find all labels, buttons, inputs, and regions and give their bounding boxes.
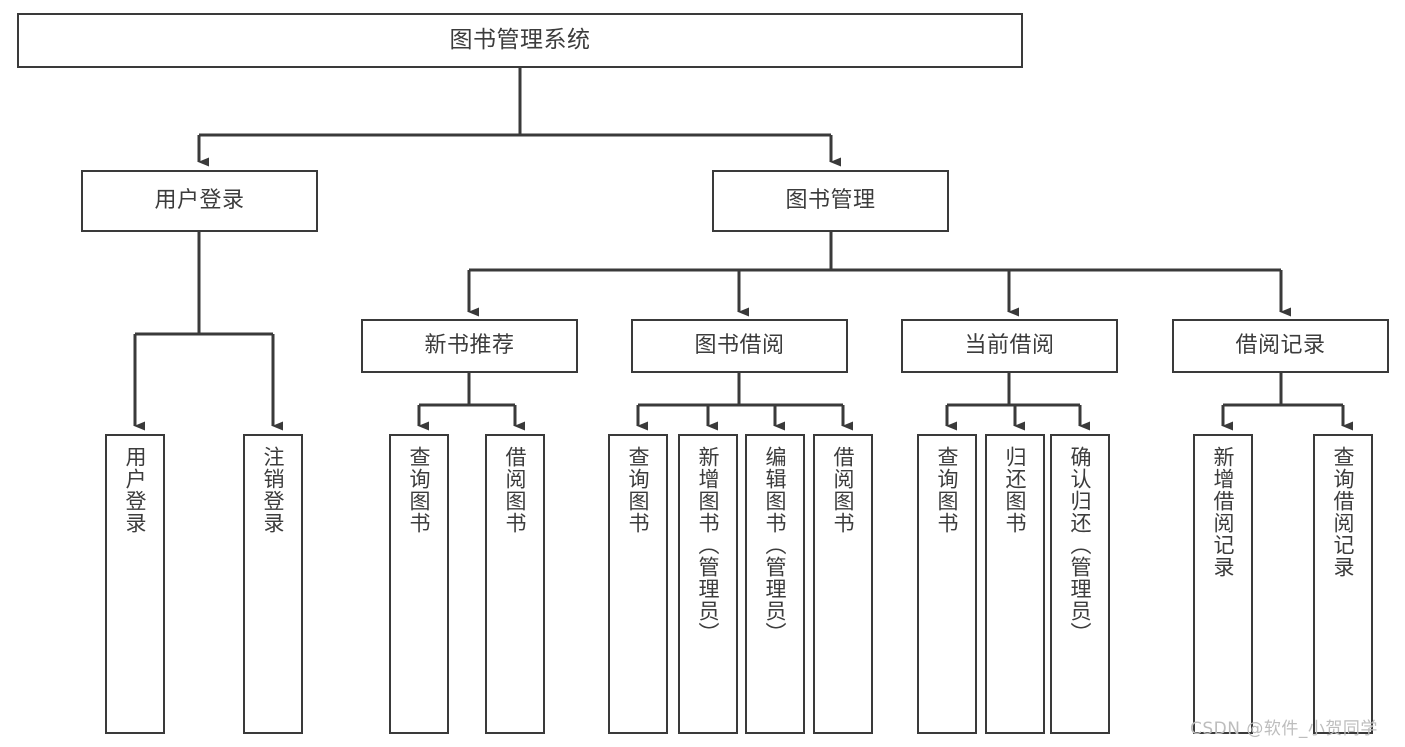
- leaf-add-book-admin-label: 新增图书（管理员）: [696, 446, 721, 644]
- node-borrow-record-label: 借阅记录: [1235, 333, 1326, 359]
- leaf-edit-book-admin-label: 编辑图书（管理员）: [763, 446, 788, 644]
- node-new-book-recommend[interactable]: 新书推荐: [361, 319, 578, 373]
- node-new-book-recommend-label: 新书推荐: [424, 333, 515, 359]
- leaf-borrow-query-book-label: 查询图书: [626, 446, 651, 534]
- leaf-current-query-book-label: 查询图书: [935, 446, 960, 534]
- leaf-edit-book-admin[interactable]: 编辑图书（管理员）: [745, 434, 805, 734]
- leaf-current-query-book[interactable]: 查询图书: [917, 434, 977, 734]
- leaf-add-borrow-record[interactable]: 新增借阅记录: [1193, 434, 1253, 734]
- leaf-query-borrow-record-label: 查询借阅记录: [1331, 446, 1356, 578]
- leaf-new-book-borrow-label: 借阅图书: [503, 446, 528, 534]
- node-user-login-label: 用户登录: [154, 188, 245, 214]
- leaf-new-book-query[interactable]: 查询图书: [389, 434, 449, 734]
- leaf-return-book-label: 归还图书: [1003, 446, 1028, 534]
- leaf-query-borrow-record[interactable]: 查询借阅记录: [1313, 434, 1373, 734]
- node-user-login[interactable]: 用户登录: [81, 170, 318, 232]
- node-borrow-record[interactable]: 借阅记录: [1172, 319, 1389, 373]
- leaf-new-book-query-label: 查询图书: [407, 446, 432, 534]
- node-current-borrow[interactable]: 当前借阅: [901, 319, 1118, 373]
- leaf-borrow-book[interactable]: 借阅图书: [813, 434, 873, 734]
- leaf-add-borrow-record-label: 新增借阅记录: [1211, 446, 1236, 578]
- node-current-borrow-label: 当前借阅: [964, 333, 1055, 359]
- leaf-return-book[interactable]: 归还图书: [985, 434, 1045, 734]
- leaf-logout[interactable]: 注销登录: [243, 434, 303, 734]
- leaf-user-login[interactable]: 用户登录: [105, 434, 165, 734]
- node-root-system[interactable]: 图书管理系统: [17, 13, 1023, 68]
- node-book-management[interactable]: 图书管理: [712, 170, 949, 232]
- node-book-management-label: 图书管理: [785, 188, 876, 214]
- node-book-borrow[interactable]: 图书借阅: [631, 319, 848, 373]
- leaf-logout-label: 注销登录: [261, 446, 286, 534]
- leaf-add-book-admin[interactable]: 新增图书（管理员）: [678, 434, 738, 734]
- node-root-system-label: 图书管理系统: [449, 26, 591, 53]
- leaf-confirm-return-admin[interactable]: 确认归还（管理员）: [1050, 434, 1110, 734]
- leaf-borrow-query-book[interactable]: 查询图书: [608, 434, 668, 734]
- leaf-borrow-book-label: 借阅图书: [831, 446, 856, 534]
- node-book-borrow-label: 图书借阅: [694, 333, 785, 359]
- leaf-confirm-return-admin-label: 确认归还（管理员）: [1068, 446, 1093, 644]
- leaf-new-book-borrow[interactable]: 借阅图书: [485, 434, 545, 734]
- leaf-user-login-label: 用户登录: [123, 446, 148, 534]
